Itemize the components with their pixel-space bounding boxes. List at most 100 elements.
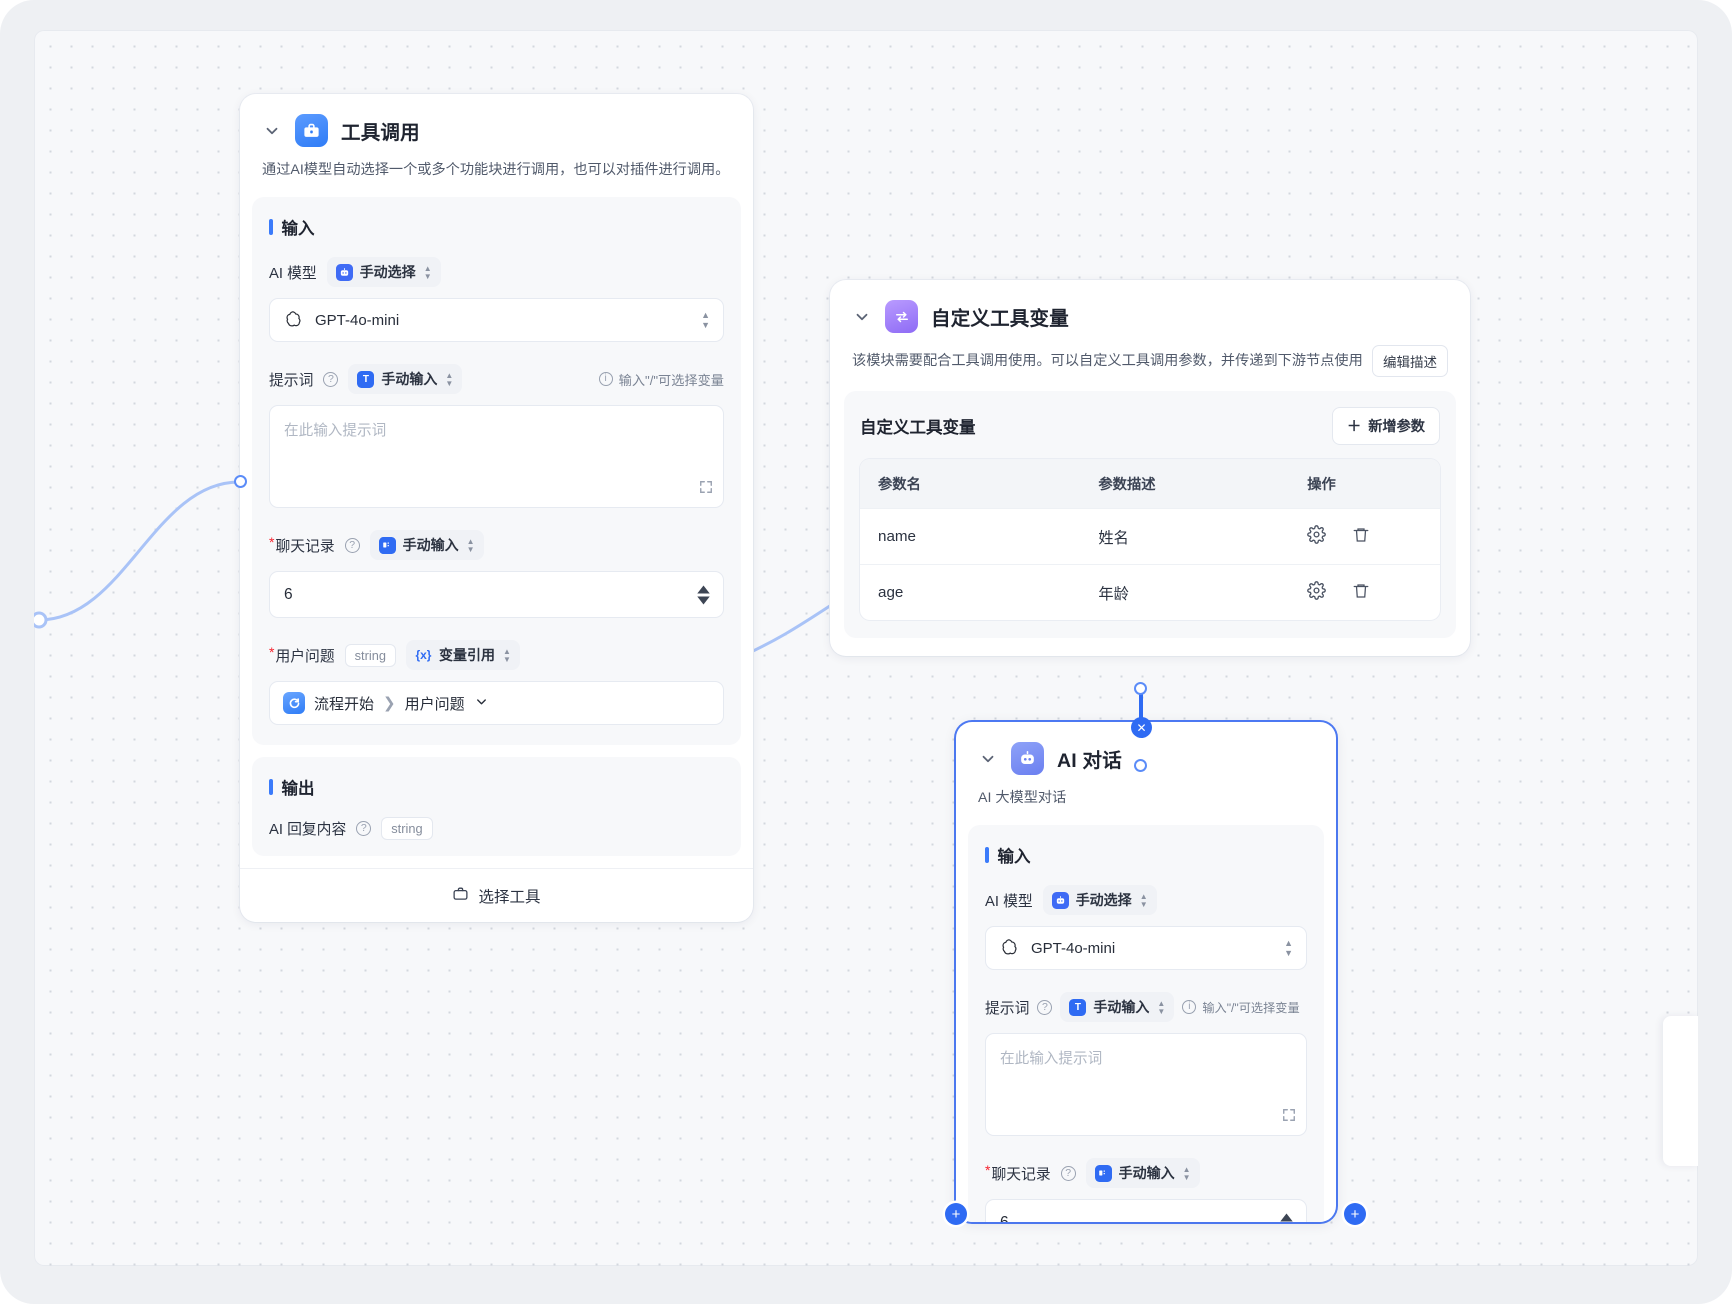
node-tool-call[interactable]: 工具调用 通过AI模型自动选择一个或多个功能块进行调用，也可以对插件进行调用。 … [240,94,753,922]
stepper-arrows[interactable] [1280,1213,1293,1222]
prompt-textarea[interactable]: 在此输入提示词 [985,1033,1307,1136]
type-tag-string: string [344,643,396,667]
text-input-icon: T [357,370,375,388]
flow-start-icon [283,692,305,714]
right-panel-stub[interactable] [1663,1016,1698,1166]
node-description-text: 通过AI模型自动选择一个或多个功能块进行调用，也可以对插件进行调用。 [262,162,730,178]
message-icon [378,536,396,554]
select-model-mode[interactable]: 手动选择 ▲▼ [1042,885,1157,915]
section-accent-bar [269,779,273,795]
select-question-mode[interactable]: {x} 变量引用 ▲▼ [405,640,520,670]
input-port-tool-call[interactable] [234,475,247,488]
info-icon: i [598,372,613,386]
toolbox-outline-icon [452,885,469,907]
node-header-tool-call: 工具调用 通过AI模型自动选择一个或多个功能块进行调用，也可以对插件进行调用。 [240,94,753,181]
add-parameter-button[interactable]: ＋ 新增参数 [1332,407,1440,445]
user-question-reference[interactable]: 流程开始 ❯ 用户问题 [269,681,724,725]
edge-delete-badge[interactable]: ✕ [1131,717,1152,738]
prompt-variable-hint: i 输入"/"可选择变量 [1182,998,1300,1016]
help-icon[interactable]: ? [1060,1165,1076,1181]
chevron-updown-icon: ▲▼ [445,370,454,388]
openai-icon [283,309,305,331]
field-ai-model: AI 模型 手动选择 ▲▼ [269,257,724,287]
input-panel-ai-chat: 输入 AI 模型 手动选择 ▲▼ [968,825,1324,1222]
chat-mode-label: 手动输入 [1118,1165,1175,1181]
gear-icon[interactable] [1307,581,1326,604]
field-chat-record: *聊天记录 ? 手动输入 ▲▼ [985,1158,1307,1188]
section-accent-bar [985,847,989,863]
table-row[interactable]: name 姓名 [860,508,1440,565]
chevron-down-icon[interactable] [852,307,872,327]
toolbox-icon [295,114,328,147]
model-value: GPT-4o-mini [315,311,400,329]
field-chat-record: *聊天记录 ? 手动输入 ▲▼ [269,530,724,560]
node-header-ai-chat: AI 对话 AI 大模型对话 [956,722,1336,809]
input-port-ai-chat[interactable] [1134,759,1147,772]
robot-icon [1011,742,1044,775]
model-select[interactable]: GPT-4o-mini ▲▼ [269,298,724,342]
caret-down-icon [697,596,710,604]
select-prompt-mode[interactable]: T 手动输入 ▲▼ [1060,992,1175,1022]
user-question-label-text: 用户问题 [275,648,335,665]
info-icon: i [1182,1000,1197,1014]
node-custom-tool-variable[interactable]: 自定义工具变量 该模块需要配合工具调用使用。可以自定义工具调用参数，并传递到下游… [830,280,1470,656]
add-node-port-right[interactable]: + [1344,1203,1366,1225]
chevron-down-icon[interactable] [474,694,489,712]
workflow-canvas[interactable]: ✕ 工具调用 [34,30,1698,1266]
expand-icon[interactable] [699,480,713,499]
sliders-icon [885,300,918,333]
stepper-arrows[interactable] [697,585,710,604]
input-panel-tool-call: 输入 AI 模型 手动选择 ▲▼ [252,197,741,745]
help-icon[interactable]: ? [344,537,360,553]
label-prompt: 提示词 [985,1000,1030,1017]
table-row[interactable]: age 年龄 [860,564,1440,620]
variables-table: 参数名 参数描述 操作 name 姓名 [860,459,1440,620]
select-chat-mode[interactable]: 手动输入 ▲▼ [369,530,484,560]
message-icon [1094,1164,1112,1182]
add-node-port-left[interactable]: + [945,1203,967,1225]
select-model-mode[interactable]: 手动选择 ▲▼ [326,257,441,287]
edit-description-button[interactable]: 编辑描述 [1372,345,1448,377]
section-title-output: 输出 [269,775,724,799]
chevron-down-icon[interactable] [978,749,998,769]
chat-record-stepper[interactable]: 6 [269,571,724,618]
model-select[interactable]: GPT-4o-mini ▲▼ [985,926,1307,970]
label-user-question: *用户问题 [269,645,335,666]
caret-up-icon [697,585,710,593]
section-title-input: 输入 [269,215,724,239]
cell-actions [1289,508,1440,565]
trash-icon[interactable] [1352,582,1370,604]
prompt-placeholder: 在此输入提示词 [284,423,387,439]
cell-param-desc: 年龄 [1080,564,1290,620]
chevron-updown-icon: ▲▼ [1139,891,1148,909]
column-header-actions: 操作 [1289,459,1440,509]
section-accent-bar [269,219,273,235]
field-ai-model: AI 模型 手动选择 ▲▼ [985,885,1307,915]
chevron-right-icon: ❯ [383,695,396,712]
chevron-down-icon[interactable] [262,121,282,141]
help-icon[interactable]: ? [323,371,339,387]
select-chat-mode[interactable]: 手动输入 ▲▼ [1085,1158,1200,1188]
gear-icon[interactable] [1307,525,1326,548]
node-ai-chat[interactable]: AI 对话 AI 大模型对话 输入 AI 模型 手 [956,722,1336,1222]
label-prompt: 提示词 [269,372,314,389]
prompt-placeholder: 在此输入提示词 [1000,1051,1103,1067]
table-header-row: 参数名 参数描述 操作 [860,459,1440,509]
help-icon[interactable]: ? [1037,999,1053,1015]
section-label-input: 输入 [997,848,1031,866]
chat-record-stepper[interactable]: 6 [985,1199,1307,1222]
select-tool-button[interactable]: 选择工具 [240,868,753,922]
select-prompt-mode[interactable]: T 手动输入 ▲▼ [348,364,463,394]
node-description-text: AI 大模型对话 [978,790,1067,806]
chevron-updown-icon: ▲▼ [466,536,475,554]
prompt-textarea[interactable]: 在此输入提示词 [269,405,724,508]
chevron-updown-icon: ▲▼ [1182,1164,1191,1182]
output-port-custom-tool-var[interactable] [1134,682,1147,695]
node-description-custom-tool-variable: 该模块需要配合工具调用使用。可以自定义工具调用参数，并传递到下游节点使用 编辑描… [852,345,1448,377]
help-icon[interactable]: ? [356,821,372,836]
chevron-updown-icon: ▲▼ [423,263,432,281]
expand-icon[interactable] [1282,1108,1296,1127]
output-panel-tool-call: 输出 AI 回复内容 ? string [252,757,741,856]
required-mark: * [269,533,275,550]
trash-icon[interactable] [1352,526,1370,548]
